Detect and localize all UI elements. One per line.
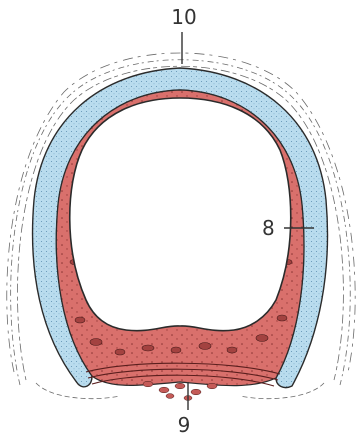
label-right: 8 <box>262 216 275 240</box>
label-top: 10 <box>171 5 196 29</box>
lumen <box>70 98 291 331</box>
label-bottom: 9 <box>178 413 191 437</box>
